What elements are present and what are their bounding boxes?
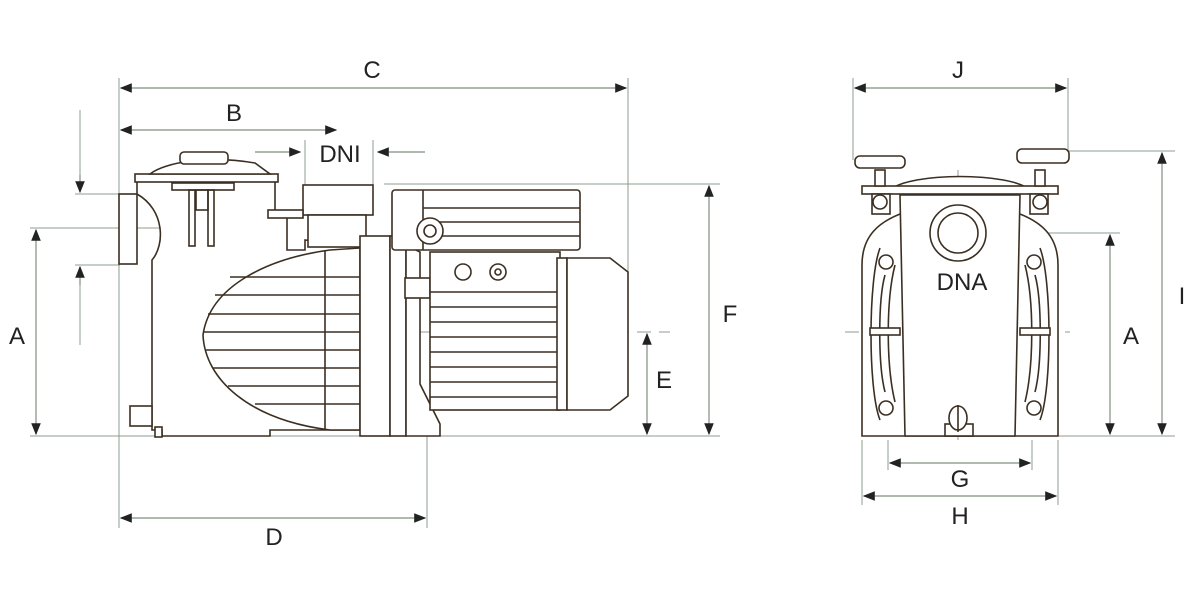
- label-f: F: [723, 301, 738, 328]
- label-j: J: [952, 57, 964, 84]
- label-e: E: [656, 367, 672, 394]
- label-a-side: A: [9, 323, 25, 350]
- label-h: H: [951, 503, 968, 530]
- label-d: D: [265, 524, 282, 551]
- label-i: I: [1179, 283, 1186, 310]
- label-dna: DNA: [937, 269, 988, 296]
- label-dni: DNI: [319, 141, 360, 168]
- side-pump-body: [118, 151, 629, 438]
- label-g: G: [951, 466, 970, 493]
- label-b: B: [226, 100, 242, 127]
- side-extension-lines: [30, 78, 720, 528]
- label-a-front: A: [1123, 323, 1139, 350]
- front-pump-body: [854, 148, 1070, 437]
- side-view: C B DNI A E F D: [9, 57, 737, 551]
- front-view: J DNA A I G H: [845, 57, 1185, 530]
- label-c: C: [363, 57, 380, 84]
